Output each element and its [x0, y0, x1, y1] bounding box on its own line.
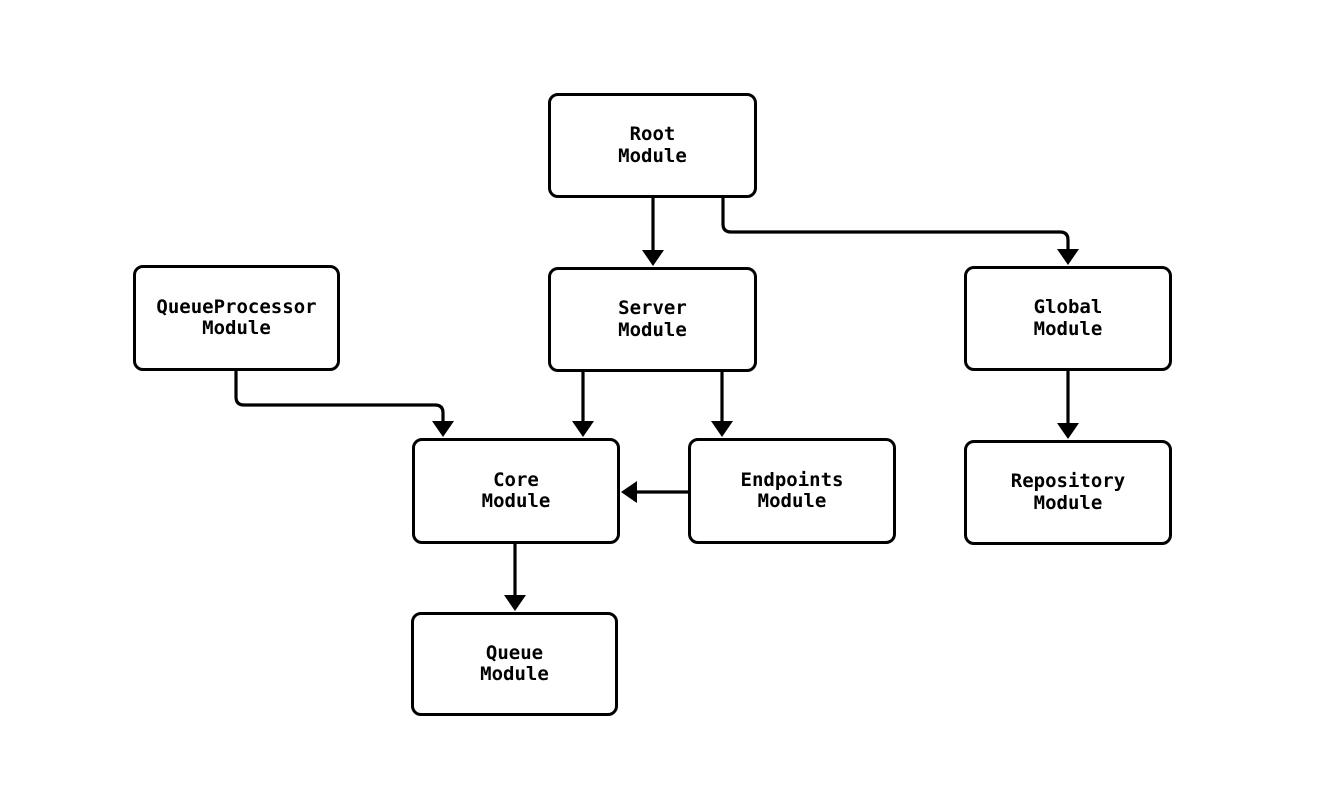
arrowhead-queueprocessor-to-core: [432, 421, 454, 437]
node-global-module: Global Module: [964, 266, 1172, 371]
node-label-line: Module: [757, 490, 827, 512]
node-label-line: Endpoints: [740, 468, 844, 491]
node-label-line: Global: [1033, 296, 1103, 318]
edge-root-to-global: [721, 198, 1070, 249]
node-endpoints-module: Endpoints Module: [688, 438, 896, 544]
node-server-module: Server Module: [548, 267, 757, 372]
node-queueprocessor-module: QueueProcessor Module: [133, 265, 340, 371]
arrowhead-endpoints-to-core: [621, 481, 637, 503]
arrowhead-server-to-endpoints: [711, 421, 733, 437]
node-label-line: Module: [1033, 317, 1103, 340]
arrowhead-global-to-repository: [1057, 423, 1079, 439]
node-label-line: Module: [618, 318, 687, 341]
node-label-line: Module: [202, 317, 271, 339]
node-label-line: Repository: [1010, 470, 1126, 492]
node-label-line: Module: [1033, 491, 1103, 514]
node-label-line: Module: [480, 663, 549, 685]
node-repository-module: Repository Module: [964, 440, 1172, 545]
node-core-module: Core Module: [412, 438, 620, 544]
arrowhead-server-to-core: [572, 421, 594, 437]
node-label-line: Root: [629, 123, 676, 145]
node-label-line: Server: [618, 297, 687, 319]
arrowhead-root-to-global: [1057, 249, 1079, 265]
node-label-line: Module: [618, 144, 687, 167]
arrowhead-core-to-queue: [504, 595, 526, 611]
arrowhead-root-to-server: [642, 250, 664, 266]
node-label-line: Queue: [485, 641, 544, 664]
node-label-line: Core: [493, 468, 539, 491]
node-root-module: Root Module: [548, 93, 757, 198]
node-queue-module: Queue Module: [411, 612, 618, 716]
edge-queueprocessor-to-core: [234, 371, 445, 421]
node-label-line: Module: [481, 490, 551, 512]
node-label-line: QueueProcessor: [156, 295, 317, 318]
